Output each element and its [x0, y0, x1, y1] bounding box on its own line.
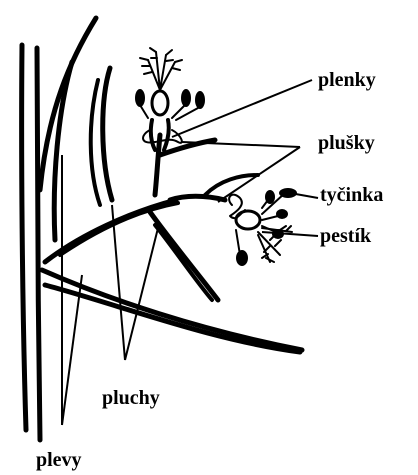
label-plusky: plušky	[318, 133, 375, 153]
upper-stigma	[140, 48, 182, 90]
label-tycinka: tyčinka	[320, 185, 383, 205]
pluchy-pointer-1	[112, 205, 125, 360]
pluchy-pointer-2	[125, 228, 158, 360]
label-pluchy: pluchy	[102, 388, 160, 408]
label-pestik: pestík	[320, 226, 371, 246]
label-plevy: plevy	[36, 450, 82, 470]
upper-flower	[135, 48, 205, 150]
stalk	[22, 45, 40, 440]
plevy-pointer-2	[62, 275, 82, 425]
label-plenky: plenky	[318, 70, 376, 90]
lower-flower	[229, 188, 297, 266]
plenky-pointer	[172, 80, 312, 137]
lemmas-pluchy	[45, 68, 218, 300]
